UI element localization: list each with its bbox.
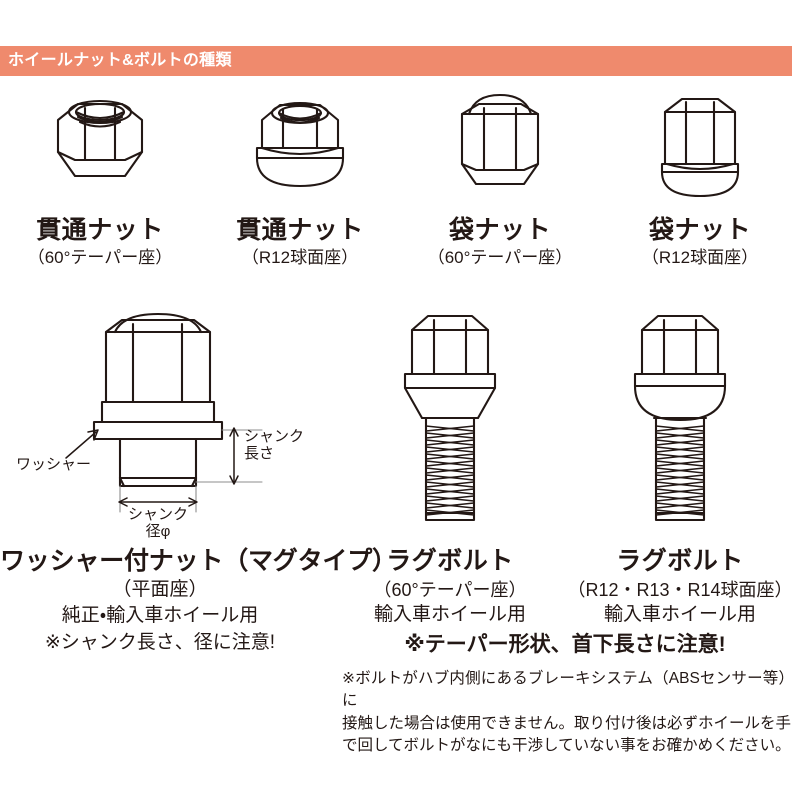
closed-end-nut-taper-icon <box>460 93 540 186</box>
notice-fine-line-1: ※ボルトがハブ内側にあるブレーキシステム（ABSセンサー等）に <box>342 670 794 710</box>
washer-nut-caution: ※シャンク長さ、径に注意! <box>44 631 276 653</box>
nut-item-through-spherical: 貫通ナット （R12球面座） <box>200 86 400 286</box>
nut-seat-type: （R12球面座） <box>241 248 359 267</box>
washer-nut-captions: ワッシャー付ナット（マグタイプ） （平面座） 純正・輸入車ホイール用 ※シャンク… <box>0 547 397 656</box>
lug-bolt-usage: 輸入車ホイール用 <box>603 603 756 625</box>
washer-nut-seat-type: （平面座） <box>112 578 208 600</box>
through-nut-taper-icon <box>56 99 144 178</box>
page-title: ホイールナット&ボルトの種類 <box>8 52 232 69</box>
nut-type-row: 貫通ナット （60°テーパー座） 貫通ナット （R12球面座） <box>0 86 800 286</box>
nut-item-closed-spherical: 袋ナット （R12球面座） <box>600 86 800 286</box>
section-header-bar: ホイールナット&ボルトの種類 <box>0 46 792 76</box>
shank-diameter-line2: 径φ <box>145 523 171 541</box>
washer-nut-block: ワッシャー シャンク 長さ シャンク 径φ ワッシャー付ナット（マグタイプ） （… <box>0 308 397 656</box>
bottom-section: ワッシャー シャンク 長さ シャンク 径φ ワッシャー付ナット（マグタイプ） （… <box>0 300 800 800</box>
lug-bolt-taper-icon <box>403 314 497 522</box>
lug-bolt-seat-type: （R12・R13・R14球面座） <box>567 579 793 600</box>
notice-headline: ※テーパー形状、首下長さに注意! <box>404 633 726 656</box>
lug-bolt-spherical-icon <box>633 314 727 522</box>
through-nut-spherical-icon <box>255 101 345 188</box>
notice-fine-line-3: で回してボルトがなにも干渉していない事をお確かめください。 <box>342 737 791 755</box>
closed-end-nut-spherical-icon <box>660 97 740 198</box>
shank-diameter-line1: シャンク <box>127 506 188 523</box>
washer-nut-diagram: ワッシャー シャンク 長さ シャンク 径φ <box>10 308 310 548</box>
dimension-label-shank-length: シャンク 長さ <box>244 428 304 463</box>
lug-bolt-title: ラグボルト <box>386 547 514 575</box>
nut-name: 貫通ナット <box>36 216 164 244</box>
nut-item-closed-taper: 袋ナット （60°テーパー座） <box>400 86 600 286</box>
washer-nut-usage: 純正・輸入車ホイール用 <box>61 605 259 627</box>
shank-length-line2: 長さ <box>244 445 275 463</box>
washer-nut-title: ワッシャー付ナット（マグタイプ） <box>0 547 397 575</box>
nut-name: 袋ナット <box>448 216 551 244</box>
dimension-label-shank-diameter: シャンク 径φ <box>116 506 200 541</box>
nut-seat-type: （R12球面座） <box>641 248 759 267</box>
lug-bolt-seat-type: （60°テーパー座） <box>373 579 527 600</box>
nut-seat-type: （60°テーパー座） <box>27 248 173 267</box>
dimension-label-washer: ワッシャー <box>16 456 92 473</box>
nut-name: 袋ナット <box>648 216 751 244</box>
lug-bolt-taper-block: ラグボルト （60°テーパー座） 輸入車ホイール用 <box>330 308 570 628</box>
lug-bolt-spherical-block: ラグボルト （R12・R13・R14球面座） 輸入車ホイール用 <box>560 308 800 628</box>
nut-name: 貫通ナット <box>236 216 364 244</box>
washer-nut-diagram-icon <box>65 312 263 513</box>
notice-fine-print: ※ボルトがハブ内側にあるブレーキシステム（ABSセンサー等）に 接触した場合は使… <box>342 668 794 758</box>
shank-length-line1: シャンク <box>244 428 305 445</box>
lug-bolt-title: ラグボルト <box>616 547 744 575</box>
notice-fine-line-2: 接触した場合は使用できません。取り付け後は必ずホイールを手 <box>342 714 792 732</box>
lug-bolt-usage: 輸入車ホイール用 <box>373 603 526 625</box>
nut-seat-type: （60°テーパー座） <box>427 248 573 267</box>
nut-item-through-taper: 貫通ナット （60°テーパー座） <box>0 86 200 286</box>
